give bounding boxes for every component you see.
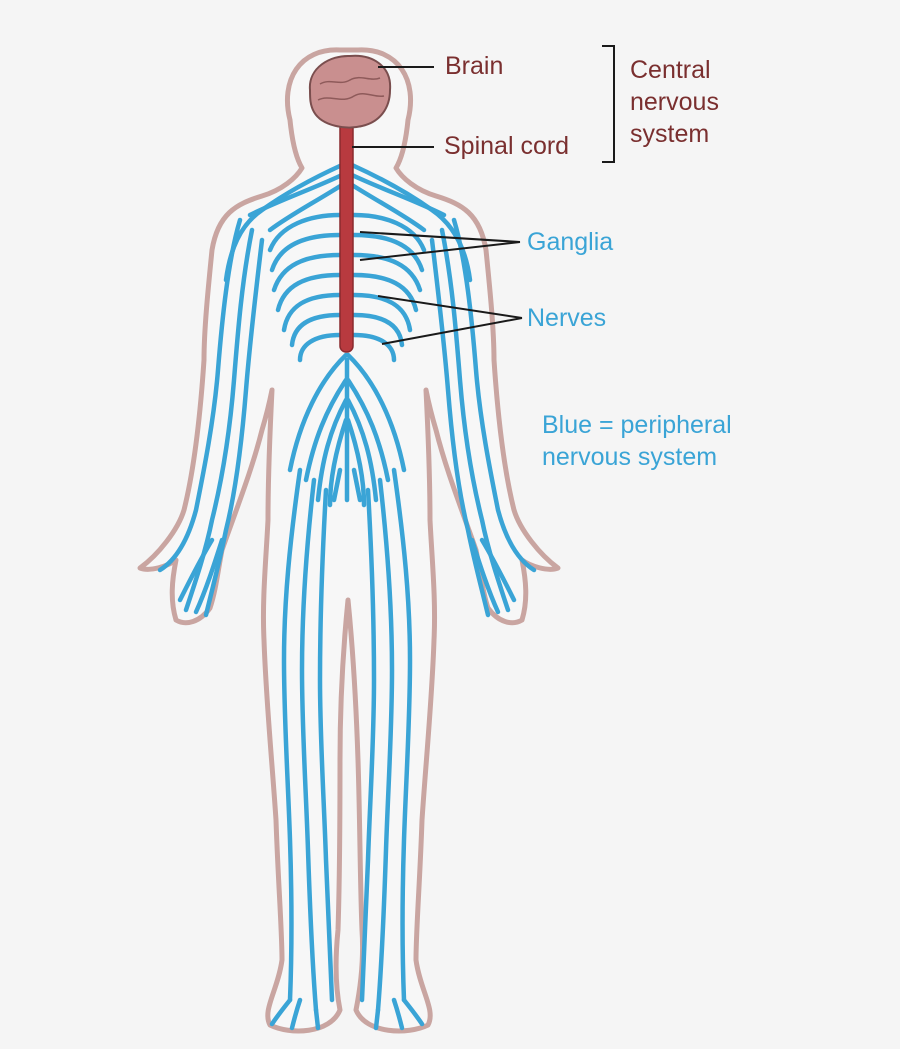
cns-line-1: Central xyxy=(630,56,711,84)
ganglia-label: Ganglia xyxy=(527,228,614,256)
cns-line-3: system xyxy=(630,120,710,148)
spinal-cord-label: Spinal cord xyxy=(444,132,570,160)
key-line-1: Blue = peripheral xyxy=(542,411,732,439)
peripheral-nerves xyxy=(157,162,537,1031)
color-key-label: Blue = peripheral nervous system xyxy=(542,409,862,473)
central-nervous-system-label: Central nervous system xyxy=(630,54,790,150)
spinal-cord xyxy=(339,109,354,353)
cns-line-2: nervous xyxy=(630,88,719,116)
brain-label: Brain xyxy=(445,52,504,80)
key-line-2: nervous system xyxy=(542,443,718,471)
brain xyxy=(308,54,392,129)
leader-lines xyxy=(352,45,615,345)
nerves-label: Nerves xyxy=(527,304,607,332)
